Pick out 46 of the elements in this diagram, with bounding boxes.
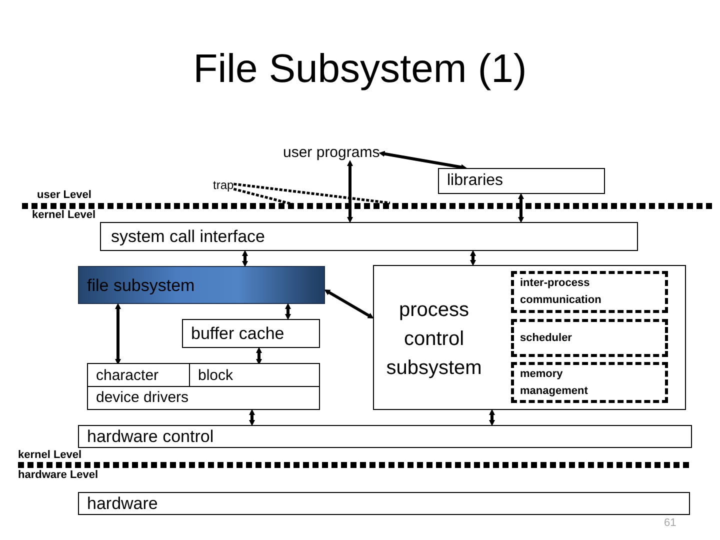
box-label: character xyxy=(96,366,159,384)
box-label: libraries xyxy=(447,172,504,190)
node-label: user programs xyxy=(283,144,380,161)
box-label: hardware xyxy=(87,494,158,513)
dashed-line xyxy=(233,188,292,206)
hardware-box xyxy=(78,492,690,515)
level-label: kernel Level xyxy=(18,449,82,461)
double-arrow xyxy=(285,302,291,320)
box-label: block xyxy=(198,366,234,384)
module-box xyxy=(511,271,668,313)
box-label: memory management xyxy=(520,366,589,398)
double-arrow xyxy=(256,346,262,366)
box-label: inter-process communication xyxy=(520,276,602,308)
level-label: user Level xyxy=(37,189,92,202)
subsystem-box xyxy=(373,265,686,410)
double-arrow xyxy=(115,302,121,366)
box-label: hardware control xyxy=(87,427,214,446)
box-label: file subsystem xyxy=(87,276,195,294)
library-box xyxy=(438,168,605,194)
dashed-line xyxy=(234,182,390,204)
double-arrow xyxy=(242,250,248,268)
double-arrow xyxy=(470,250,476,266)
double-arrow xyxy=(249,408,255,426)
interface-box xyxy=(100,222,638,251)
box-label: scheduler xyxy=(520,330,572,346)
level-label: hardware Level xyxy=(18,469,98,481)
slide-title: File Subsystem (1) xyxy=(193,46,527,92)
box-label: process control subsystem xyxy=(385,298,483,381)
node-label: trap xyxy=(213,178,234,192)
double-arrow xyxy=(489,408,495,426)
page-number: 61 xyxy=(664,517,676,530)
double-arrow xyxy=(518,192,524,224)
module-box xyxy=(511,319,668,357)
level-label: kernel Level xyxy=(32,209,96,222)
double-arrow xyxy=(378,150,467,170)
box-label: buffer cache xyxy=(191,324,284,343)
double-arrow xyxy=(347,160,353,224)
subsystem-box xyxy=(78,266,325,304)
driver-table xyxy=(87,363,320,410)
box-label: device drivers xyxy=(96,389,189,406)
module-box xyxy=(511,362,668,403)
box-label: system call interface xyxy=(111,227,265,246)
double-arrow xyxy=(324,289,374,319)
control-box xyxy=(78,425,692,448)
driver-cell xyxy=(88,364,190,387)
cache-box xyxy=(182,319,320,348)
